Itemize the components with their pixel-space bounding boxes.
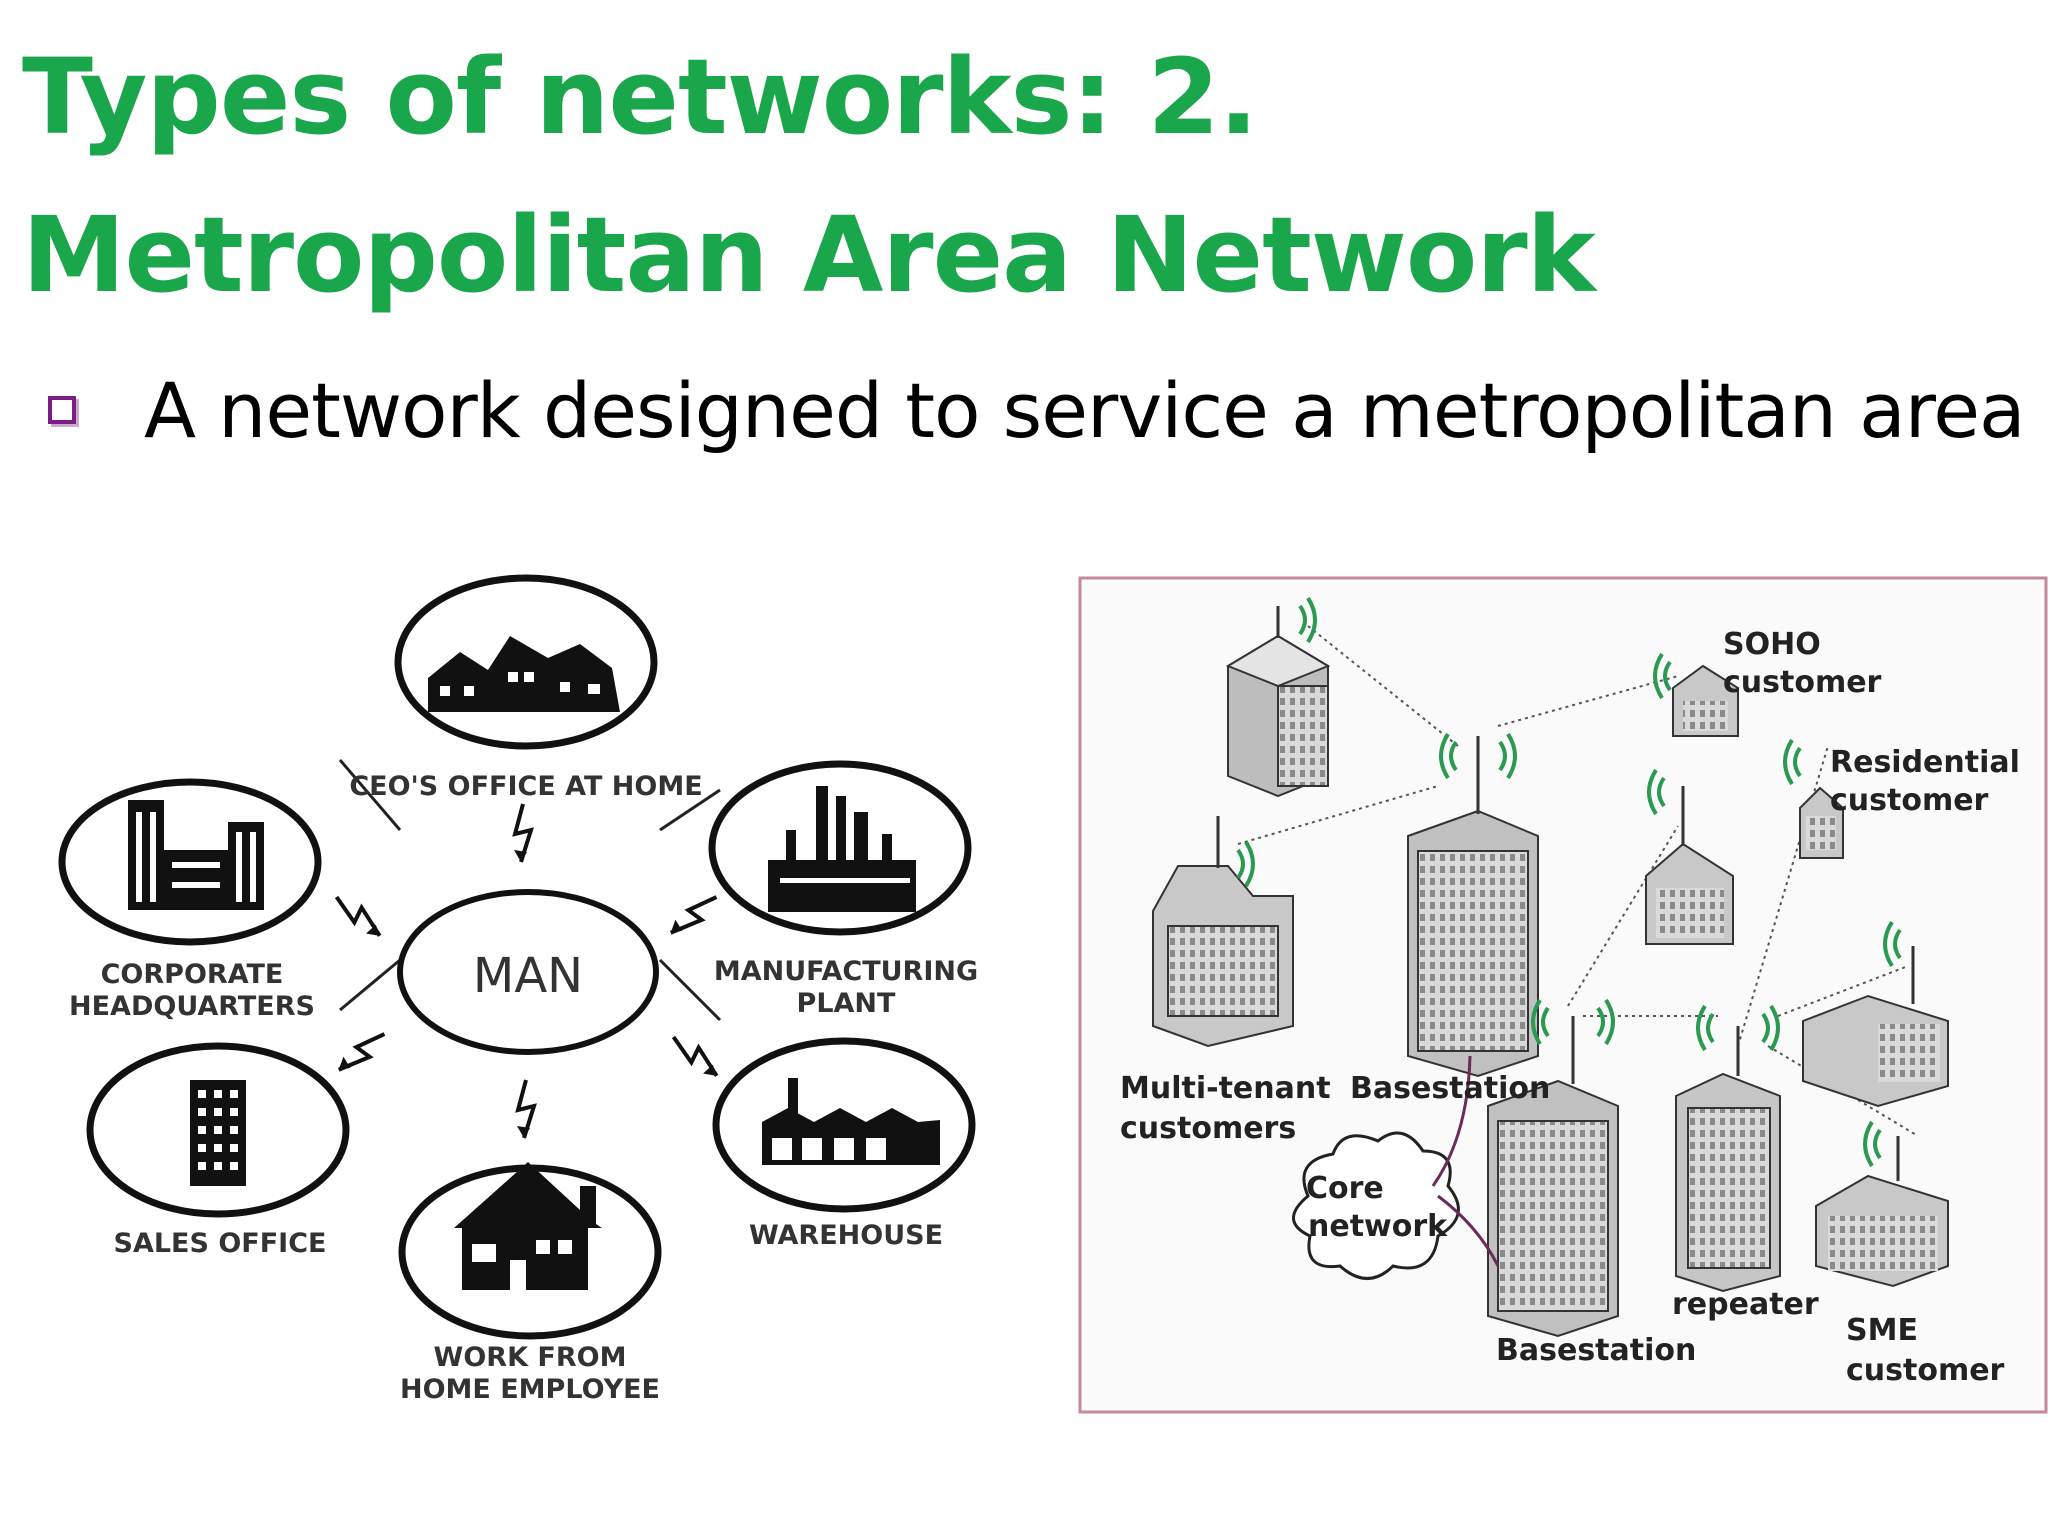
warehouse-icon: [762, 1078, 940, 1165]
label-corporate-line2: HEADQUARTERS: [69, 991, 315, 1022]
slide-title: Types of networks: 2. Metropolitan Area …: [22, 36, 1596, 316]
lightning-icon: [328, 888, 389, 944]
man-connectors: [338, 759, 722, 1022]
label-home-line1: WORK FROM: [434, 1342, 627, 1373]
repeater-tower-icon: [1675, 1026, 1781, 1293]
node-ceo-office: CEO'S OFFICE AT HOME: [349, 574, 703, 802]
basestation-tower-top-icon: [1407, 736, 1539, 1078]
label-basestation-bottom: Basestation: [1496, 1333, 1696, 1368]
label-warehouse: WAREHOUSE: [749, 1220, 943, 1251]
factory-icon: [768, 786, 916, 912]
label-residential-line1: Residential: [1830, 745, 2020, 780]
core-network-cloud-icon: [1292, 1055, 1500, 1280]
label-corporate-line1: CORPORATE: [101, 959, 284, 990]
man-diagram: MAN CEO'S OFFICE AT HOME CORPORAT: [58, 574, 978, 1405]
label-residential-line2: customer: [1830, 783, 1989, 818]
right-office-building-icon: [1802, 946, 1949, 1108]
label-ceo-office: CEO'S OFFICE AT HOME: [349, 771, 702, 802]
label-sales-office: SALES OFFICE: [114, 1228, 327, 1259]
label-repeater: repeater: [1672, 1287, 1819, 1322]
bullet-square-icon: [48, 396, 76, 424]
house-icon: [454, 1162, 602, 1290]
tall-building-icon: [190, 1080, 246, 1186]
lightning-icon: [664, 888, 724, 943]
node-corporate-hq: CORPORATE HEADQUARTERS: [58, 778, 322, 1022]
label-sme-line1: SME: [1846, 1313, 1918, 1348]
multi-tenant-building-icon: [1152, 816, 1294, 1048]
label-core-line2: network: [1308, 1209, 1448, 1244]
man-center-ellipse: [397, 889, 659, 1055]
label-basestation-top: Basestation: [1350, 1071, 1550, 1106]
office-towers-icon: [128, 800, 264, 910]
basestation-tower-bottom-icon: [1487, 1016, 1619, 1338]
lightning-icon: [332, 1025, 392, 1080]
lightning-icon: [512, 802, 533, 864]
soho-house-icon: [1672, 664, 1739, 737]
metro-network-diagram: SOHO customer Residential customer Multi…: [1078, 576, 2048, 1414]
bullet-text: A network designed to service a metropol…: [144, 365, 2026, 455]
lightning-icon: [665, 1028, 726, 1084]
man-center-label: MAN: [473, 948, 583, 1004]
middle-house-icon: [1645, 786, 1734, 945]
node-sales-office: SALES OFFICE: [86, 1042, 350, 1259]
node-warehouse: WAREHOUSE: [712, 1037, 976, 1251]
sme-building-icon: [1815, 1136, 1949, 1288]
mansion-icon: [428, 636, 620, 712]
node-manufacturing-plant: MANUFACTURING PLANT: [708, 760, 978, 1019]
top-left-building-icon: [1225, 606, 1331, 798]
label-home-line2: HOME EMPLOYEE: [400, 1374, 660, 1405]
label-sme-line2: customer: [1846, 1353, 2005, 1388]
label-soho-line2: customer: [1723, 665, 1882, 700]
label-manufacturing-line2: PLANT: [797, 988, 896, 1019]
label-multitenant-line2: customers: [1120, 1111, 1296, 1146]
metro-labels: SOHO customer Residential customer Multi…: [1120, 627, 2020, 1388]
residential-house-icon: [1799, 786, 1844, 859]
label-core-line1: Core: [1306, 1171, 1384, 1206]
label-soho-line1: SOHO: [1723, 627, 1821, 662]
label-manufacturing-line1: MANUFACTURING: [714, 956, 978, 987]
bullet-item: A network designed to service a metropol…: [48, 360, 2026, 460]
label-multitenant-line1: Multi-tenant: [1120, 1071, 1331, 1106]
node-home-employee: WORK FROM HOME EMPLOYEE: [398, 1162, 662, 1405]
lightning-icon: [515, 1078, 536, 1140]
